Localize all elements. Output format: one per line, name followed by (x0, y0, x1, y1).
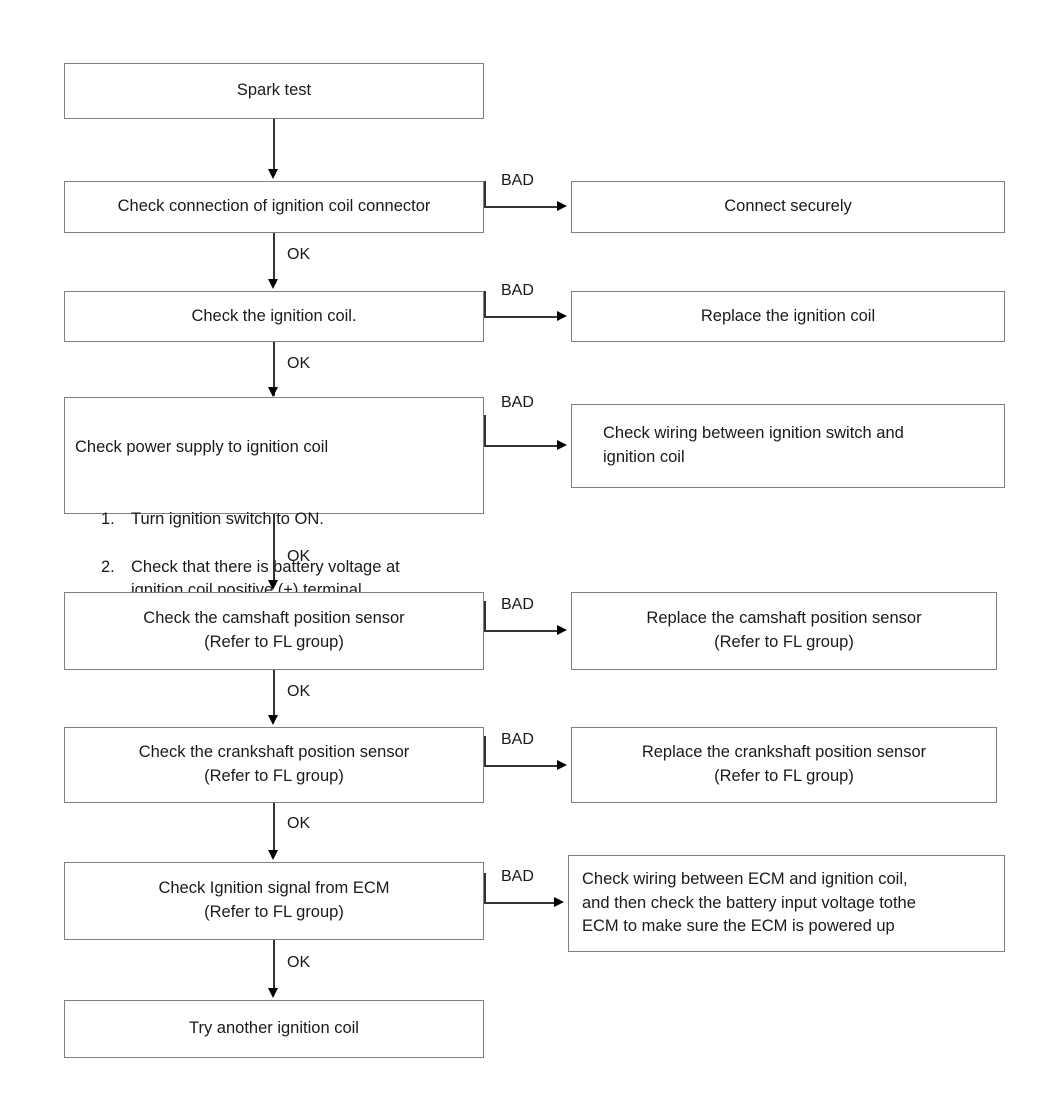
edge-label-ok-3: OK (287, 355, 311, 372)
node-try-another-ignition-coil[interactable]: Try another ignition coil (64, 1000, 484, 1058)
node-replace-camshaft-position-sensor[interactable]: Replace the camshaft position sensor (Re… (571, 592, 997, 670)
connector-bad-4 (484, 630, 562, 632)
arrow-down-icon (268, 169, 278, 179)
connector-ok-4 (273, 514, 275, 582)
arrow-right-icon (557, 625, 567, 635)
edge-label-ok-7: OK (287, 954, 311, 971)
node-spark-test[interactable]: Spark test (64, 63, 484, 119)
arrow-right-icon (557, 311, 567, 321)
step-number: 2. (101, 557, 115, 576)
connector-bad-4-stem (484, 601, 486, 631)
arrow-right-icon (554, 897, 564, 907)
node-connect-securely[interactable]: Connect securely (571, 181, 1005, 233)
connector-bad-1 (484, 206, 562, 208)
node-check-power-supply-heading: Check power supply to ignition coil (75, 437, 329, 456)
node-check-coil-label: Check the ignition coil. (191, 306, 357, 325)
arrow-down-icon (268, 387, 278, 397)
connector-ok-7 (273, 940, 275, 990)
node-check-camshaft-position-sensor-label: Check the camshaft position sensor (Refe… (143, 609, 405, 651)
arrow-right-icon (557, 440, 567, 450)
edge-label-bad-6: BAD (501, 868, 534, 885)
connector-bad-3-stem (484, 415, 486, 446)
edge-label-bad-2: BAD (501, 282, 534, 299)
edge-label-ok-5: OK (287, 683, 311, 700)
node-check-ignition-signal-from-ecm-label: Check Ignition signal from ECM (Refer to… (158, 879, 390, 921)
node-replace-camshaft-position-sensor-label: Replace the camshaft position sensor (Re… (646, 609, 922, 651)
arrow-down-icon (268, 715, 278, 725)
node-check-camshaft-position-sensor[interactable]: Check the camshaft position sensor (Refe… (64, 592, 484, 670)
node-check-connection-label: Check connection of ignition coil connec… (117, 197, 431, 216)
edge-label-ok-4: OK (287, 548, 311, 565)
edge-label-bad-3: BAD (501, 394, 534, 411)
node-check-crankshaft-position-sensor-label: Check the crankshaft position sensor (Re… (138, 743, 410, 785)
edge-label-bad-4: BAD (501, 596, 534, 613)
connector-bad-6-stem (484, 873, 486, 903)
node-check-wiring-ecm[interactable]: Check wiring between ECM and ignition co… (568, 855, 1005, 952)
node-check-ignition-signal-from-ecm[interactable]: Check Ignition signal from ECM (Refer to… (64, 862, 484, 940)
node-replace-crankshaft-position-sensor[interactable]: Replace the crankshaft position sensor (… (571, 727, 997, 803)
edge-label-bad-1: BAD (501, 172, 534, 189)
node-check-wiring-ignition-switch-label: Check wiring between ignition switch and… (603, 424, 904, 466)
node-check-power-supply[interactable]: Check power supply to ignition coil 1. Tu… (64, 397, 484, 599)
step-text: Turn ignition switch to ON. (131, 509, 324, 528)
connector-bad-1-stem (484, 181, 486, 207)
connector-ok-5 (273, 670, 275, 718)
node-replace-ignition-coil-label: Replace the ignition coil (700, 306, 876, 325)
connector-bad-2 (484, 316, 562, 318)
connector-ok-2 (273, 233, 275, 281)
node-check-wiring-ignition-switch[interactable]: Check wiring between ignition switch and… (571, 404, 1005, 488)
connector-bad-3 (484, 445, 562, 447)
node-spark-test-label: Spark test (236, 81, 312, 100)
connector-ok-6 (273, 803, 275, 851)
arrow-right-icon (557, 201, 567, 211)
list-item: 1. Turn ignition switch to ON. (101, 508, 473, 532)
connector-bad-6 (484, 902, 559, 904)
connector-ok-3 (273, 342, 275, 396)
arrow-right-icon (557, 760, 567, 770)
node-check-crankshaft-position-sensor[interactable]: Check the crankshaft position sensor (Re… (64, 727, 484, 803)
edge-label-bad-5: BAD (501, 731, 534, 748)
arrow-down-icon (268, 580, 278, 590)
node-replace-ignition-coil[interactable]: Replace the ignition coil (571, 291, 1005, 342)
arrow-down-icon (268, 850, 278, 860)
arrow-down-icon (268, 279, 278, 289)
edge-label-ok-6: OK (287, 815, 311, 832)
node-connect-securely-label: Connect securely (724, 197, 852, 216)
edge-label-ok-2: OK (287, 246, 311, 263)
connector-bad-5-stem (484, 736, 486, 766)
node-replace-crankshaft-position-sensor-label: Replace the crankshaft position sensor (… (641, 743, 927, 785)
node-check-connection[interactable]: Check connection of ignition coil connec… (64, 181, 484, 233)
step-number: 1. (101, 509, 115, 528)
node-check-wiring-ecm-label: Check wiring between ECM and ignition co… (582, 869, 916, 936)
connector-bad-2-stem (484, 291, 486, 317)
arrow-down-icon (268, 988, 278, 998)
node-try-another-ignition-coil-label: Try another ignition coil (189, 1019, 359, 1038)
connector-bad-5 (484, 765, 562, 767)
node-check-coil[interactable]: Check the ignition coil. (64, 291, 484, 342)
connector-ok-1 (273, 119, 275, 171)
